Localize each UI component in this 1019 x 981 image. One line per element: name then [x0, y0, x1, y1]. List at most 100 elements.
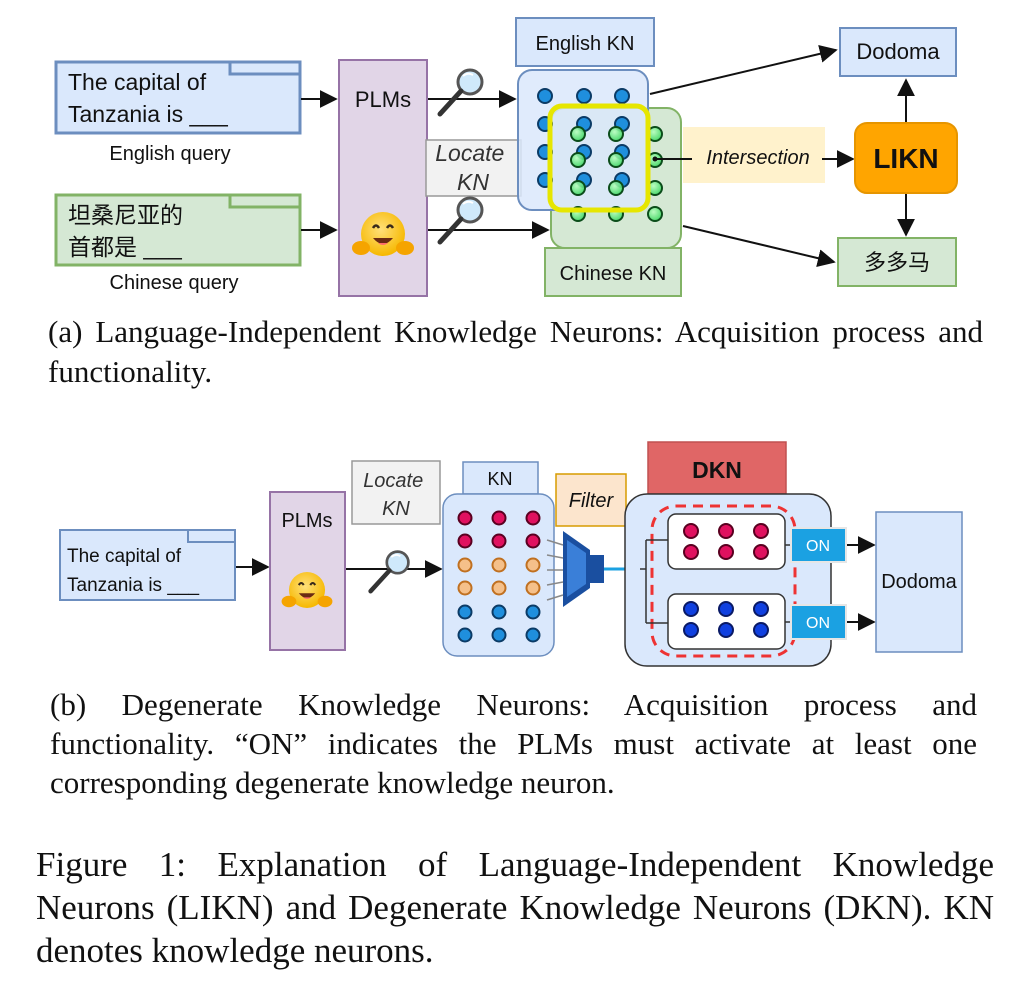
filter-box	[555, 473, 627, 527]
neuron-filtered	[457, 580, 473, 596]
neuron-chinese	[608, 180, 624, 196]
funnel-icon	[546, 531, 604, 607]
plms-box-b	[269, 491, 346, 651]
output-english: Dodoma	[856, 39, 940, 64]
neuron-dkn-blue	[753, 601, 769, 617]
output-label-b: Dodoma	[881, 571, 957, 593]
intersection-box	[683, 127, 825, 183]
intersection-label: Intersection	[706, 147, 809, 169]
neuron-chinese	[608, 152, 624, 168]
neuron-dkn-red	[683, 544, 699, 560]
neuron-chinese	[608, 126, 624, 142]
dkn-group-top	[667, 513, 786, 570]
intersection-highlight	[547, 103, 651, 213]
caption-a: (a) Language-Independent Knowledge Neuro…	[48, 314, 983, 389]
neuron-dkn-red	[683, 523, 699, 539]
neuron-degenerate	[525, 627, 541, 643]
english-kn-label-box	[515, 17, 655, 67]
english-query-line1: The capital of	[68, 69, 207, 95]
english-query-label: English query	[109, 143, 230, 165]
on-label-bottom: ON	[806, 615, 830, 632]
neuron-filtered	[491, 580, 507, 596]
neuron-grid-dkn	[683, 523, 769, 638]
chinese-query-line1: 坦桑尼亚的	[68, 202, 183, 228]
neuron-degenerate	[457, 627, 473, 643]
neuron-grid-a	[537, 88, 663, 222]
neuron-degenerate	[525, 533, 541, 549]
neuron-degenerate	[457, 533, 473, 549]
filter-label: Filter	[569, 490, 615, 512]
chinese-query-line2: 首都是 ___	[68, 234, 183, 260]
neuron-degenerate	[491, 533, 507, 549]
likn-box	[854, 122, 958, 194]
neuron-filtered	[491, 557, 507, 573]
neuron-degenerate	[525, 604, 541, 620]
on-switch-bottom	[790, 604, 847, 640]
locate-kn-line2-a: KN	[457, 169, 489, 195]
output-chinese-box	[837, 237, 957, 287]
neuron-degenerate	[457, 604, 473, 620]
neuron-dkn-blue	[683, 622, 699, 638]
plms-label-b: PLMs	[281, 510, 332, 532]
neuron-dkn-blue	[683, 601, 699, 617]
locate-kn-line2-b: KN	[382, 498, 410, 520]
neuron-filtered	[525, 580, 541, 596]
neuron-chinese	[647, 206, 663, 222]
query-box-b	[59, 529, 236, 601]
magnifier-icon-chinese	[440, 198, 482, 242]
neuron-filtered	[457, 557, 473, 573]
query-b-line1: The capital of	[67, 546, 182, 567]
neuron-degenerate	[525, 510, 541, 526]
output-box-b	[875, 511, 963, 653]
magnifier-icon-b	[371, 552, 409, 592]
neuron-dkn-red	[718, 523, 734, 539]
chinese-kn-label-box	[544, 247, 682, 297]
neuron-dkn-red	[718, 544, 734, 560]
plms-label-a: PLMs	[355, 87, 411, 112]
neuron-filtered	[525, 557, 541, 573]
dkn-label-box	[647, 441, 787, 495]
english-query-text: The capital of Tanzania is ___	[68, 69, 229, 127]
neuron-degenerate	[491, 604, 507, 620]
neuron-english	[537, 88, 553, 104]
chinese-query-text: 坦桑尼亚的 首都是 ___	[68, 202, 189, 260]
locate-kn-line1-b: Locate	[363, 470, 423, 492]
neuron-grid-b	[457, 510, 541, 643]
kn-label-b: KN	[487, 469, 512, 489]
chinese-kn-label: Chinese KN	[560, 263, 667, 285]
dkn-label: DKN	[692, 457, 742, 483]
neuron-dkn-red	[753, 523, 769, 539]
locate-kn-box-a	[425, 139, 522, 197]
on-switch-top	[790, 527, 847, 563]
neuron-degenerate	[491, 627, 507, 643]
locate-kn-text-a: Locate KN	[435, 140, 510, 195]
english-query-box	[54, 60, 302, 135]
query-b-line2: Tanzania is ___	[67, 575, 199, 596]
neuron-english	[614, 88, 630, 104]
neuron-dkn-blue	[753, 622, 769, 638]
on-label-top: ON	[806, 538, 830, 555]
locate-kn-box-b	[351, 460, 441, 525]
query-text-b: The capital of Tanzania is ___	[67, 546, 199, 596]
chinese-query-label: Chinese query	[110, 272, 239, 294]
likn-label: LIKN	[873, 143, 938, 174]
caption-b: (b) Degenerate Knowledge Neurons: Acquis…	[50, 687, 977, 800]
neuron-chinese	[570, 152, 586, 168]
neuron-chinese	[570, 126, 586, 142]
neuron-dkn-red	[753, 544, 769, 560]
figure-caption: Figure 1: Explanation of Language-Indepe…	[36, 845, 994, 970]
neuron-chinese	[570, 180, 586, 196]
output-chinese: 多多马	[864, 250, 930, 275]
locate-kn-line1-a: Locate	[435, 140, 504, 166]
english-query-line2: Tanzania is ___	[68, 101, 229, 127]
neuron-dkn-blue	[718, 622, 734, 638]
english-kn-label: English KN	[536, 33, 635, 55]
neuron-degenerate	[491, 510, 507, 526]
output-english-box	[839, 27, 957, 77]
magnifier-icon-english	[440, 70, 482, 114]
locate-kn-text-b: Locate KN	[363, 470, 429, 520]
chinese-query-box	[54, 193, 302, 267]
neuron-dkn-blue	[718, 601, 734, 617]
neuron-english	[576, 88, 592, 104]
